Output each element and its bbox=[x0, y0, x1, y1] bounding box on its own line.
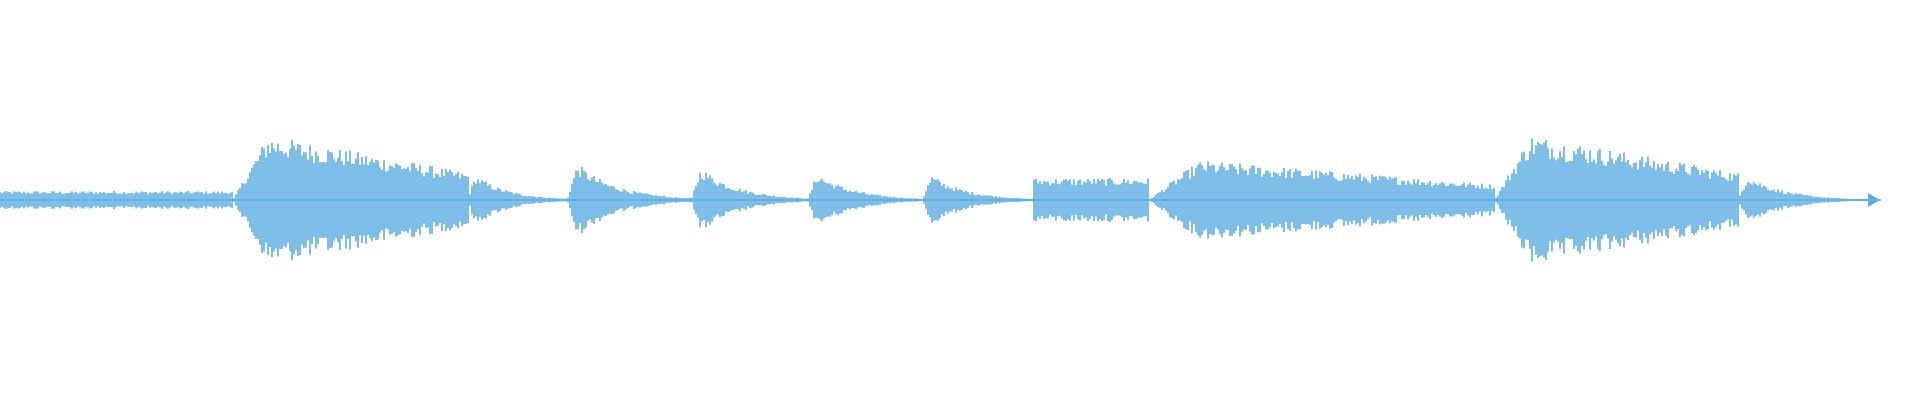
waveform-end-marker bbox=[1868, 193, 1880, 207]
waveform-path bbox=[0, 138, 1881, 262]
waveform-samples bbox=[0, 138, 1881, 262]
